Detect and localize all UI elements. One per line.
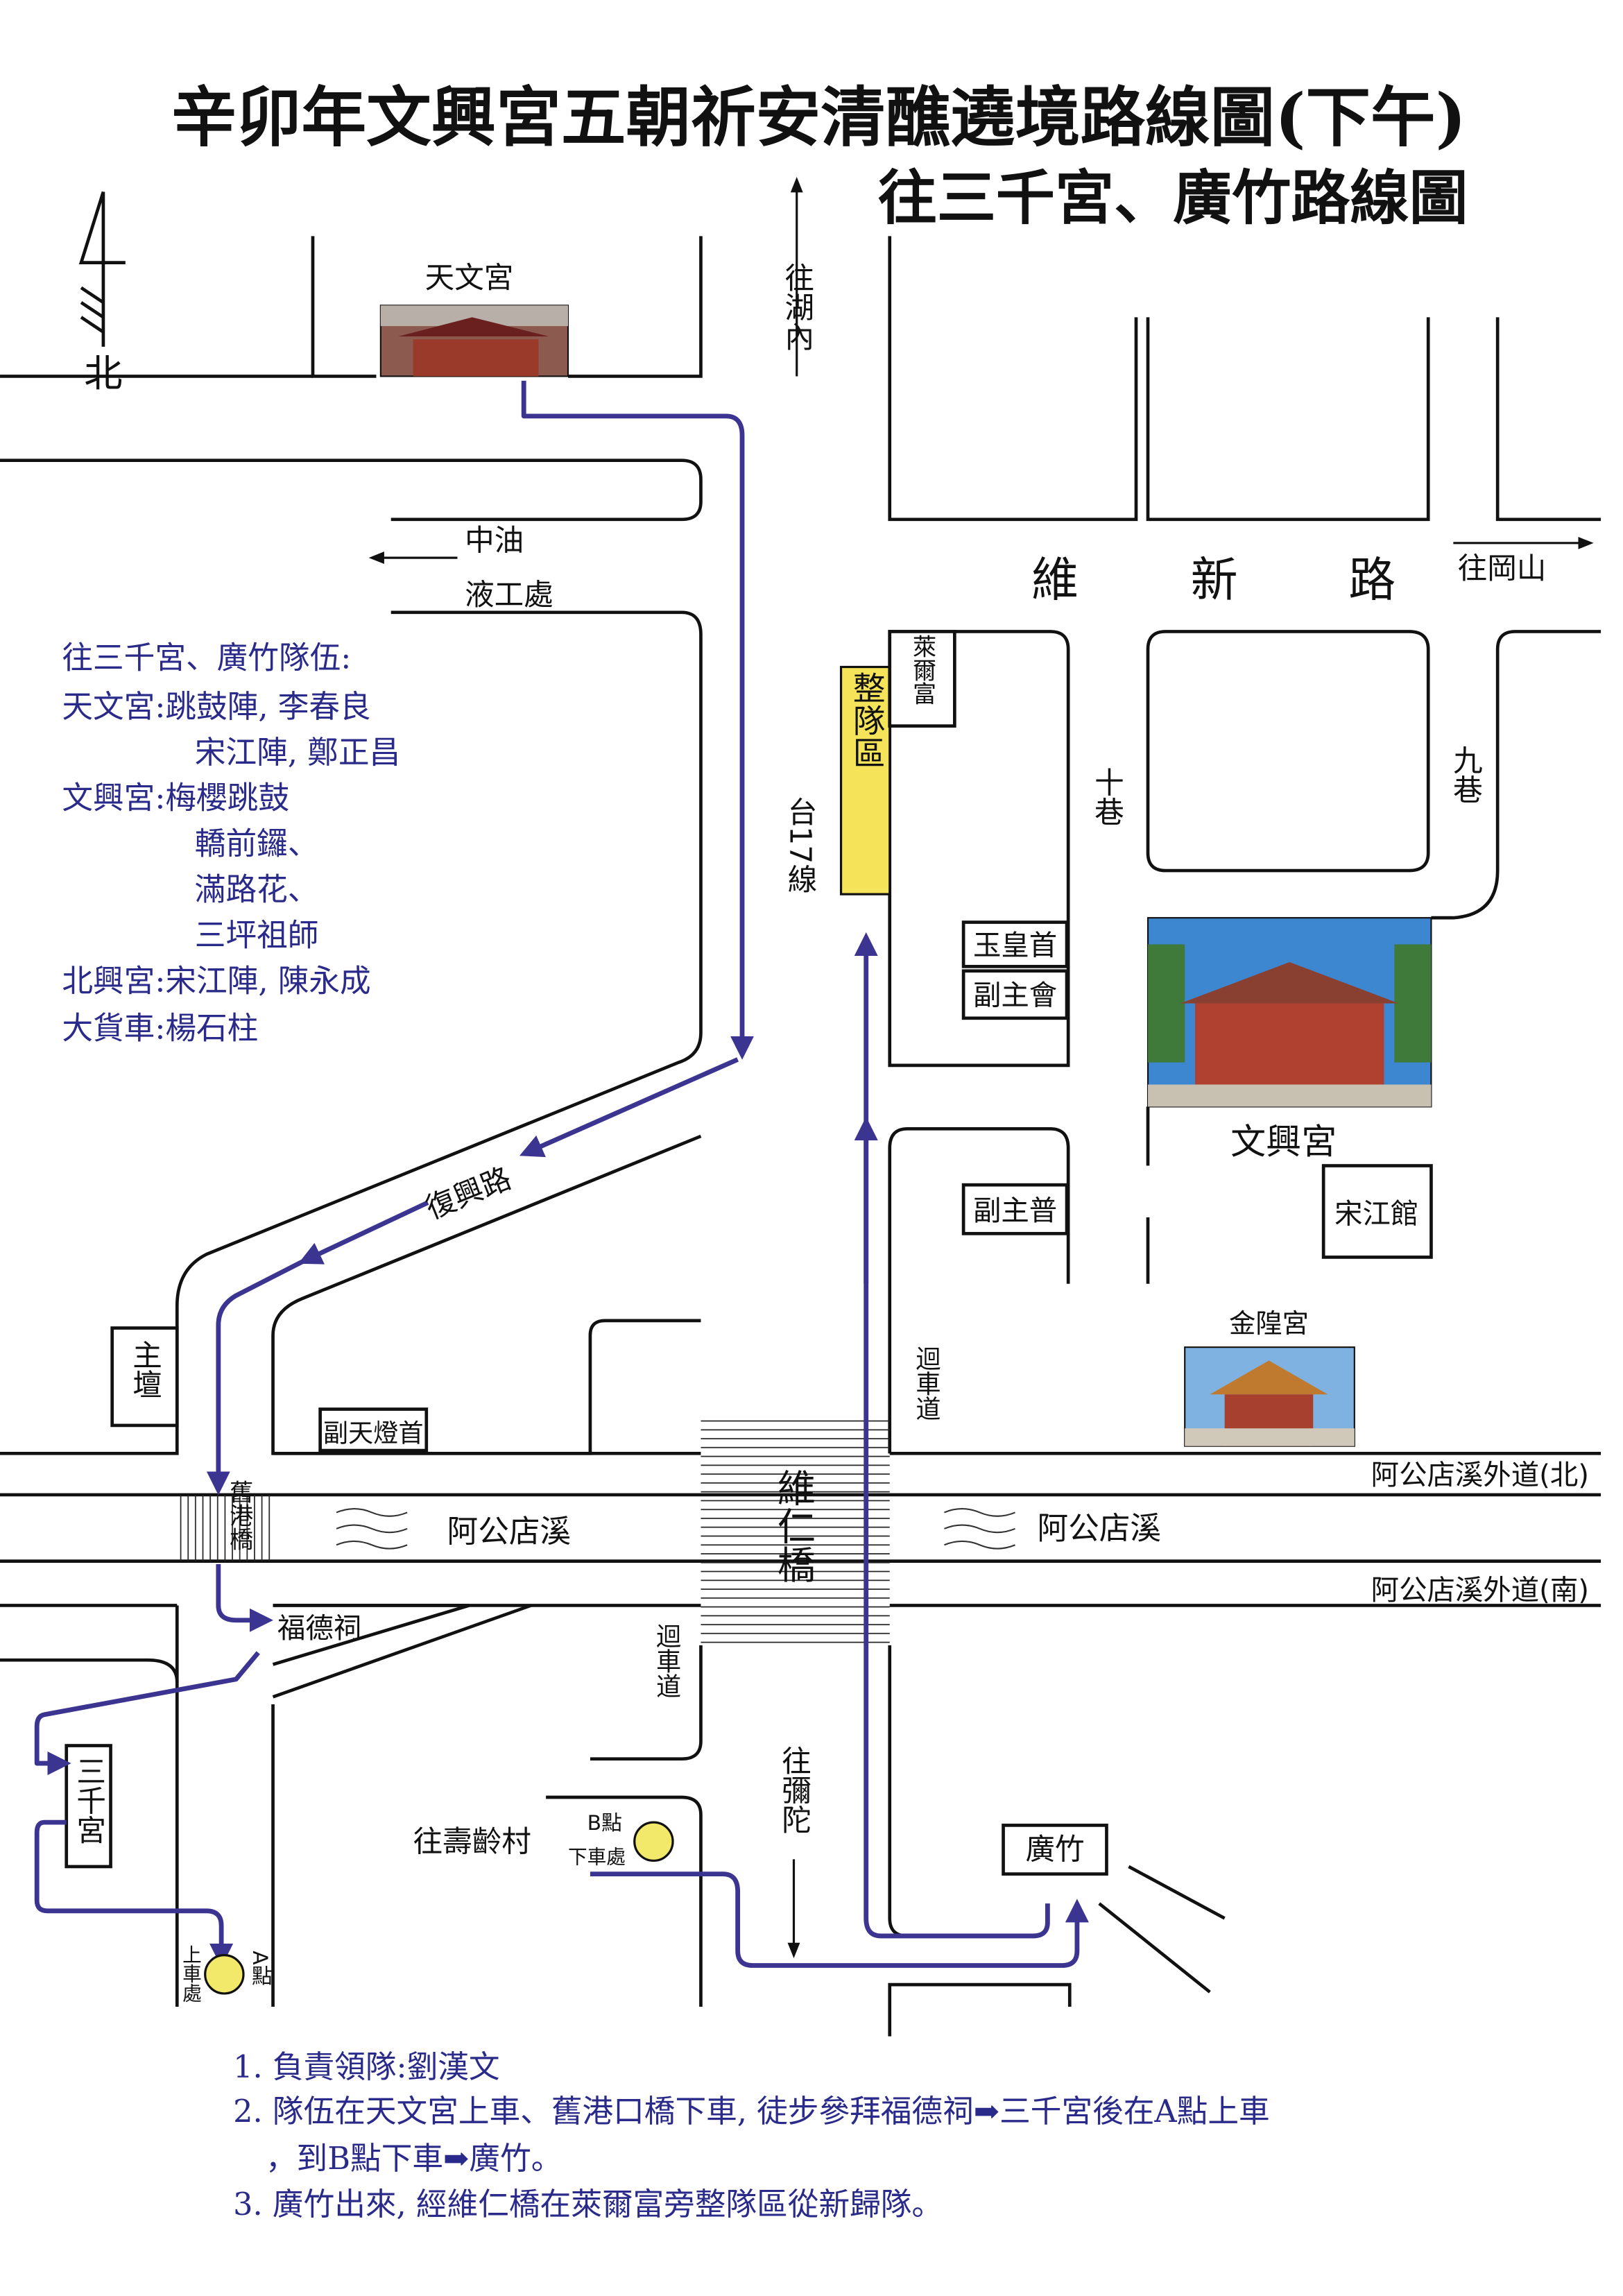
uturn1-label: 迴車道	[911, 1346, 941, 1421]
shouling-label: 往壽齡村	[413, 1826, 531, 1860]
point-a-label: A點	[248, 1951, 273, 1986]
weixin-road-3: 路	[1348, 553, 1396, 608]
futiandeng-box	[318, 1407, 429, 1453]
wenxing-temple-photo	[1147, 917, 1432, 1108]
cpc2-label: 液工處	[465, 579, 553, 612]
hunei-label: 往湖內	[780, 263, 814, 352]
river-south-label: 阿公店溪外道(南)	[1371, 1573, 1589, 1607]
weixin-road-2: 新	[1191, 553, 1238, 608]
team-line: 大貨車:楊石柱	[62, 1011, 258, 1047]
map-subtitle: 往三千宮、廣竹路線圖	[878, 164, 1468, 233]
weixin-road-1: 維	[1031, 553, 1079, 608]
futiandeng-label: 副天燈首	[323, 1418, 424, 1448]
point-a-desc: 上車處	[179, 1945, 202, 2003]
team-line: 三坪祖師	[195, 918, 319, 954]
note-1: 1. 負責領隊:劉漢文	[233, 2049, 499, 2085]
staging-area	[839, 665, 891, 896]
team-line: 文興宮:梅櫻跳鼓	[62, 780, 289, 816]
north-arrow-icon	[78, 191, 126, 347]
point-b-desc: 下車處	[568, 1846, 626, 1869]
point-b-marker	[633, 1821, 674, 1862]
sanqian-box	[65, 1744, 112, 1869]
team-line: 北興宮:宋江陣, 陳永成	[62, 963, 370, 1000]
point-b-label: B點	[587, 1811, 622, 1835]
teams-heading: 往三千宮、廣竹隊伍:	[62, 640, 351, 676]
river-north-label: 阿公店溪外道(北)	[1371, 1458, 1589, 1491]
staging-area-label: 整隊區	[848, 671, 885, 769]
guangzhu-box	[1002, 1824, 1108, 1876]
lane10-label: 十巷	[1090, 767, 1124, 826]
cpc-label: 中油	[465, 524, 524, 558]
lane9-label: 九巷	[1448, 745, 1482, 804]
mituo-label: 往彌陀	[777, 1746, 811, 1835]
gangshan-label: 往岡山	[1458, 552, 1547, 586]
laierfu-label: 萊爾富	[909, 635, 936, 705]
tai17-label: 台17線	[782, 797, 816, 893]
river-wave-icon	[336, 1508, 1015, 1550]
songjiang-hall-label: 宋江館	[1334, 1197, 1418, 1230]
wenxing-label: 文興宮	[1230, 1122, 1337, 1163]
yuhuang-box	[961, 920, 1069, 968]
team-line: 轎前鑼、	[195, 826, 319, 862]
songjiang-hall-box	[1321, 1164, 1433, 1259]
futian-label: 福德祠	[277, 1611, 361, 1645]
jiugang-bridge-label: 舊港橋	[225, 1480, 253, 1551]
jinhuang-temple-photo	[1184, 1346, 1355, 1447]
note-2: 2. 隊伍在天文宮上車、舊港口橋下車, 徒步參拜福德祠➡三千宮後在A點上車	[233, 2093, 1270, 2130]
guangzhu-label: 廣竹	[1025, 1833, 1084, 1867]
uturn2-label: 迴車道	[652, 1623, 682, 1698]
point-a-marker	[204, 1954, 245, 1995]
weiren-bridge-label: 維仁橋	[770, 1468, 815, 1584]
zhutan-label: 主壇	[128, 1340, 162, 1399]
laierfu-box	[888, 630, 956, 728]
fuzhu2-label: 副主普	[973, 1194, 1057, 1227]
jinhuang-label: 金隍宮	[1229, 1308, 1309, 1339]
procession-route	[34, 380, 1089, 1968]
weiren-bridge-deck	[701, 1416, 890, 1645]
team-line: 滿路花、	[195, 872, 319, 908]
river-label-east: 阿公店溪	[1037, 1511, 1161, 1547]
yuhuang-label: 玉皇首	[973, 928, 1057, 961]
sanqian-label: 三千宮	[71, 1756, 105, 1844]
fuzhu1-box	[961, 969, 1069, 1020]
note-3: 3. 廣竹出來, 經維仁橋在萊爾富旁整隊區從新歸隊。	[233, 2186, 943, 2222]
north-label: 北	[84, 352, 122, 396]
road-network	[0, 236, 1601, 2037]
note-2-cont: ，到B點下車➡廣竹。	[266, 2141, 562, 2177]
fuzhu2-box	[961, 1183, 1069, 1235]
fuzhu1-label: 副主會	[973, 979, 1057, 1012]
tianwen-label: 天文宮	[425, 262, 514, 295]
tianwen-temple-photo	[379, 305, 569, 377]
jiugang-bridge-deck	[177, 1494, 273, 1561]
river-label-west: 阿公店溪	[447, 1514, 572, 1550]
map-title: 辛卯年文興宮五朝祈安清醮遶境路線圖(下午)	[171, 80, 1466, 156]
team-line: 天文宮:跳鼓陣, 李春良	[62, 689, 370, 725]
team-line: 宋江陣, 鄭正昌	[195, 735, 400, 771]
zhutan-box	[110, 1326, 179, 1428]
